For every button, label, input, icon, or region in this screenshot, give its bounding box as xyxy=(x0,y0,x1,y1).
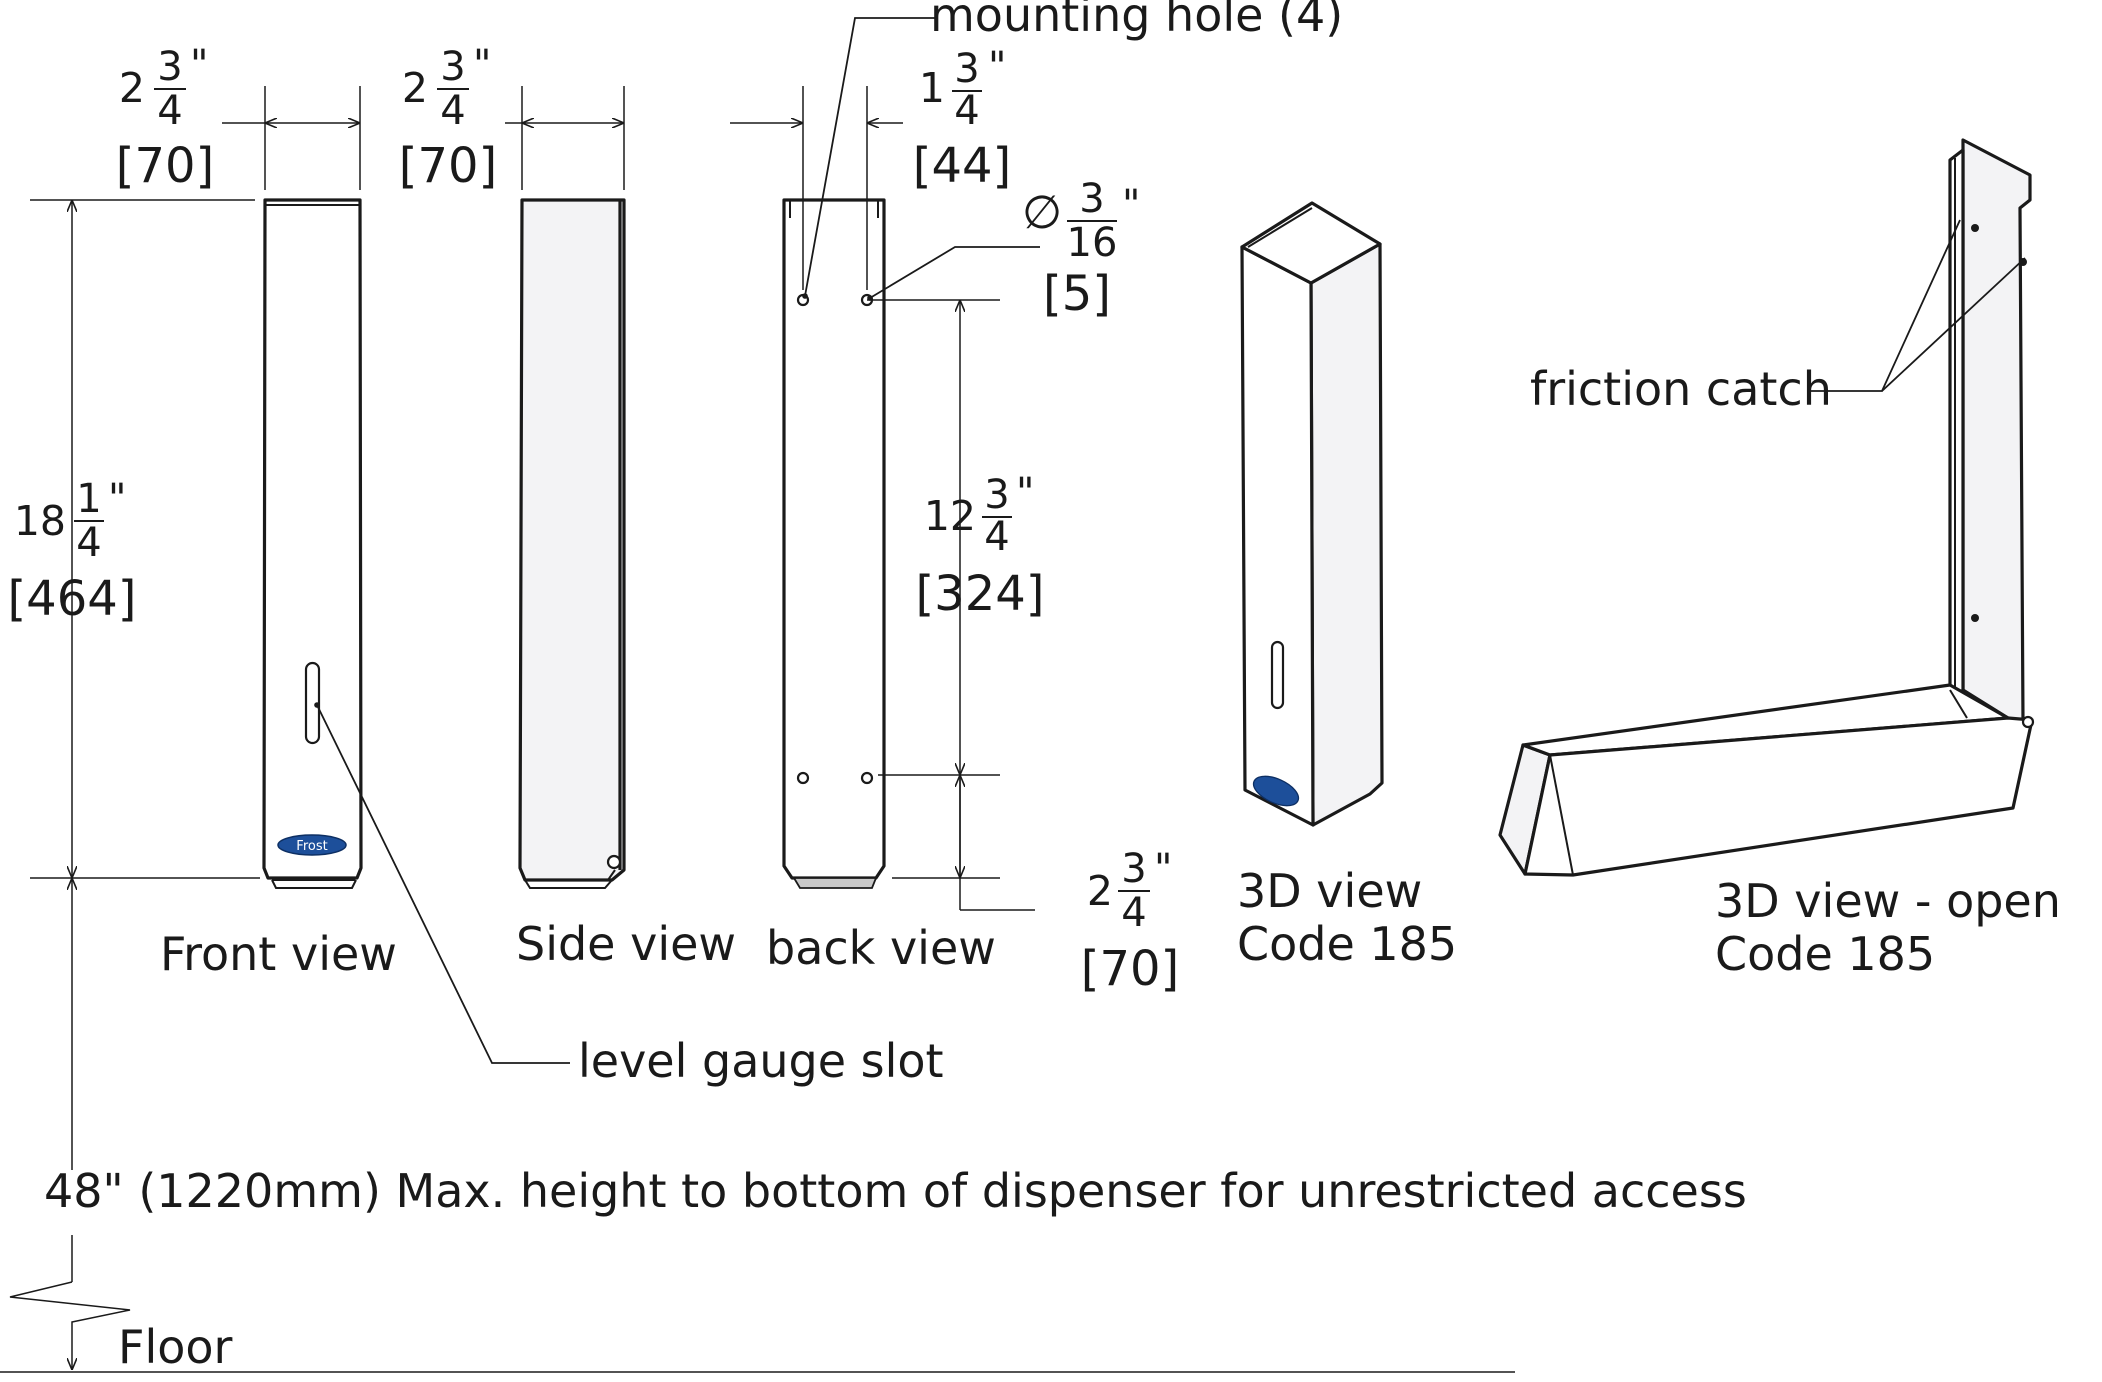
svg-text:3: 3 xyxy=(440,44,465,90)
level-gauge-slot xyxy=(304,661,321,745)
svg-text:2: 2 xyxy=(1087,867,1113,915)
dim-text-hole-diameter: ∅ 3 16 " [5] xyxy=(1022,176,1140,322)
svg-text:": " xyxy=(1122,182,1140,228)
access-note: 48" (1220mm) Max. height to bottom of di… xyxy=(44,1164,1747,1218)
dim-text-bottom-offset: 2 3 4 " [70] xyxy=(1081,846,1180,997)
front-view: Frost xyxy=(262,198,363,889)
iso-open-view xyxy=(1498,138,2035,877)
dim-text-height: 18 1 4 " [464] xyxy=(7,476,136,627)
svg-text:4: 4 xyxy=(76,520,101,566)
svg-text:3: 3 xyxy=(157,44,182,90)
view3d-label: 3D view xyxy=(1237,864,1422,918)
svg-text:3: 3 xyxy=(954,46,979,92)
logo-text: Frost xyxy=(296,839,327,854)
view3d-open-label: 3D view - open xyxy=(1715,874,2061,928)
back-view xyxy=(782,198,886,889)
svg-text:1: 1 xyxy=(76,476,101,522)
svg-text:[464]: [464] xyxy=(7,571,136,627)
iso-view xyxy=(1240,201,1384,827)
dim-text-hole-spacing: 1 3 4 " [44] xyxy=(913,44,1012,194)
svg-text:": " xyxy=(1016,470,1034,516)
svg-text:2: 2 xyxy=(119,64,145,112)
svg-text:3: 3 xyxy=(984,472,1009,518)
level-gauge-label: level gauge slot xyxy=(578,1034,944,1088)
svg-text:1: 1 xyxy=(919,64,945,112)
mounting-hole-label: mounting hole (4) xyxy=(930,0,1343,42)
view3d-code-label: Code 185 xyxy=(1237,917,1457,971)
front-view-label: Front view xyxy=(160,927,397,981)
dim-text-hole-vertical: 12 3 4 " [324] xyxy=(915,470,1044,622)
svg-text:3: 3 xyxy=(1079,176,1104,222)
svg-text:[5]: [5] xyxy=(1043,266,1111,322)
dimension-lines xyxy=(0,86,1515,1373)
svg-text:[70]: [70] xyxy=(116,138,215,194)
svg-text:[70]: [70] xyxy=(399,138,498,194)
svg-text:4: 4 xyxy=(1121,890,1146,936)
mounting-hole xyxy=(796,771,810,785)
floor-label: Floor xyxy=(118,1320,233,1374)
svg-text:18: 18 xyxy=(14,497,66,545)
svg-text:": " xyxy=(988,44,1006,90)
side-view-label: Side view xyxy=(516,917,736,971)
svg-text:2: 2 xyxy=(402,64,428,112)
svg-text:": " xyxy=(108,476,126,522)
frost-logo: Frost xyxy=(277,834,347,856)
svg-text:4: 4 xyxy=(157,88,182,134)
level-gauge-slot-3d xyxy=(1270,640,1285,710)
svg-text:[324]: [324] xyxy=(915,566,1044,622)
mounting-hole xyxy=(860,771,874,785)
back-view-label: back view xyxy=(766,921,996,975)
friction-catch-label: friction catch xyxy=(1530,362,1832,416)
svg-text:4: 4 xyxy=(954,88,979,134)
svg-text:": " xyxy=(1154,846,1172,892)
svg-text:16: 16 xyxy=(1067,220,1118,266)
view3d-open-code-label: Code 185 xyxy=(1715,927,1935,981)
side-view xyxy=(518,198,626,889)
mounting-hole xyxy=(796,293,810,307)
diameter-symbol: ∅ xyxy=(1022,185,1062,239)
svg-text:": " xyxy=(473,42,491,88)
svg-text:": " xyxy=(190,42,208,88)
svg-text:4: 4 xyxy=(984,514,1009,560)
dim-text-front-width: 2 3 4 " [70] xyxy=(116,42,215,194)
labels: mounting hole (4) Front view Side view b… xyxy=(44,0,2061,1374)
svg-text:[70]: [70] xyxy=(1081,941,1180,997)
frost-logo-3d xyxy=(1252,775,1300,807)
svg-text:3: 3 xyxy=(1121,846,1146,892)
dim-text-side-width: 2 3 4 " [70] xyxy=(399,42,498,194)
svg-text:[44]: [44] xyxy=(913,138,1012,194)
svg-text:12: 12 xyxy=(924,492,976,540)
leader-lines xyxy=(314,17,2026,1064)
svg-text:4: 4 xyxy=(440,88,465,134)
